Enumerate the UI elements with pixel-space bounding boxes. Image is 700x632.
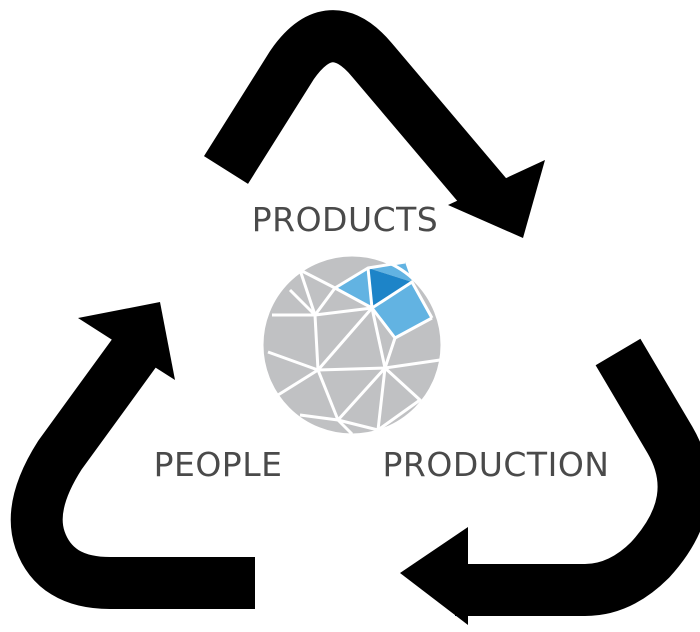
arrow-top-icon xyxy=(203,10,545,238)
label-products: PRODUCTS xyxy=(252,200,439,239)
label-production: PRODUCTION xyxy=(383,445,610,484)
arrow-right-icon xyxy=(400,338,700,625)
arrow-left-icon xyxy=(10,302,255,609)
label-people: PEOPLE xyxy=(154,445,283,484)
geodesic-sphere-icon xyxy=(260,253,444,437)
